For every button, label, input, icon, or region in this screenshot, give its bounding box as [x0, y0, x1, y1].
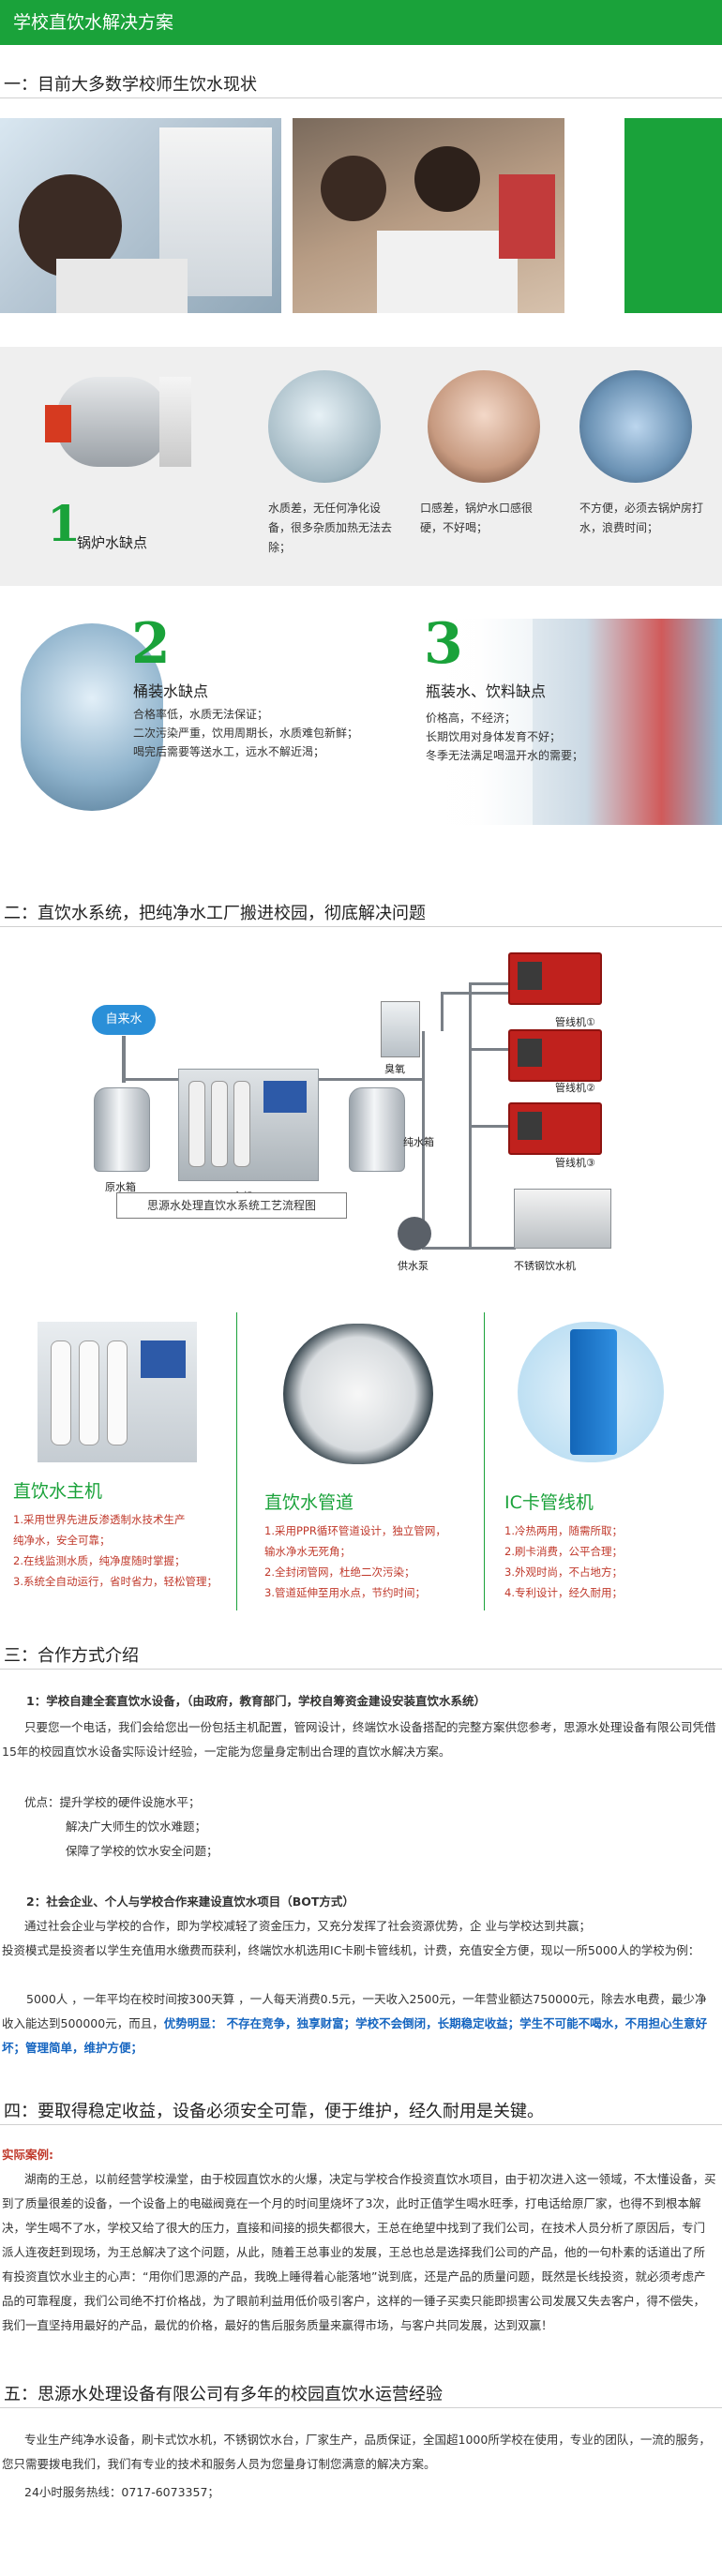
bottle-flaw-line: 价格高，不经济；	[426, 711, 517, 725]
boiler-flaw-1: 水质差，无任何净化设备，很多杂质加热无法去除；	[268, 502, 393, 554]
bottle-flaw-line: 冬季无法满足喝温开水的需要；	[426, 749, 584, 762]
boiler-number: 1	[47, 496, 82, 553]
bottle-label: 瓶装水、饮料缺点	[426, 682, 547, 700]
feature-line: 纯净水，安全可靠；	[13, 1534, 111, 1547]
dispenser-3	[508, 1102, 602, 1155]
product-divider	[236, 1312, 237, 1610]
mode1-heading: 1：学校自建全套直饮水设备，（由政府，教育部门，学校自筹资金建设安装直饮水系统）	[26, 1694, 486, 1708]
green-accent-block	[624, 118, 722, 313]
feature-line: 1.采用世界先进反渗透制水技术生产	[13, 1513, 186, 1526]
mode2-highlight: 优势明显： 不存在竞争，独享财富；学校不会倒闭，长期稳定收益；学生不可能不喝水，…	[2, 2016, 708, 2055]
main-unit-photo	[38, 1322, 197, 1462]
child-face-circle	[428, 370, 540, 483]
children-drinking-photo	[293, 118, 564, 313]
feature-line: 3.外观时尚，不占地方；	[504, 1565, 623, 1579]
section5-title: 五：思源水处理设备有限公司有多年的校园直饮水运营经验	[4, 2385, 443, 2404]
boiler-flaw-3: 不方便，必须去锅炉房打水，浪费时间；	[579, 502, 704, 534]
dispenser-2	[508, 1029, 602, 1082]
boiler-label: 锅炉水缺点	[77, 534, 148, 551]
ozone-generator	[381, 1001, 420, 1057]
dispenser-3-label: 管线机③	[555, 1157, 595, 1169]
dirty-water-circle	[268, 370, 381, 483]
raw-tank-label: 原水箱	[105, 1181, 136, 1193]
dispenser-1-label: 管线机①	[555, 1016, 595, 1028]
student-drinking-photo	[0, 118, 281, 313]
bucket-flaws: 合格率低，水质无法保证； 二次污染严重，饮用周期长，水质难包新鲜； 喝完后需要等…	[133, 705, 414, 761]
section4-title: 四：要取得稳定收益，设备必须安全可靠，便于维护，经久耐用是关键。	[4, 2102, 544, 2121]
product-features-ic-dispenser: 1.冷热两用，随需所取； 2.刷卡消费，公平合理； 3.外观时尚，不占地方； 4…	[504, 1520, 711, 1603]
water-buckets-photo	[21, 623, 163, 811]
feature-line: 2.在线监测水质，纯净度随时掌握；	[13, 1554, 186, 1567]
bucket-label: 桶装水缺点	[133, 682, 209, 700]
product-features-main-unit: 1.采用世界先进反渗透制水技术生产 纯净水，安全可靠； 2.在线监测水质，纯净度…	[13, 1509, 236, 1592]
stainless-dispenser	[514, 1189, 611, 1249]
product-title-pipeline: 直饮水管道	[264, 1492, 354, 1513]
feature-line: 1.冷热两用，随需所取；	[504, 1524, 623, 1537]
mode2-heading: 2：社会企业、个人与学校合作来建设直饮水项目（BOT方式）	[26, 1895, 354, 1909]
feature-line: 输水净水无死角；	[264, 1545, 351, 1558]
tap-water-source: 自来水	[92, 1005, 156, 1035]
section-divider	[0, 2124, 722, 2125]
stainless-dispenser-label: 不锈钢饮水机	[514, 1260, 576, 1272]
feature-line: 3.管道延伸至用水点，节约时间；	[264, 1586, 426, 1599]
bucket-number: 2	[131, 611, 171, 677]
process-diagram: 自来水 原水箱 主机 臭氧 纯水箱 供水泵 管线机① 管线机② 管线机③ 不锈钢…	[0, 937, 722, 1284]
dispenser-2-label: 管线机②	[555, 1082, 595, 1094]
mode2-paragraph: 5000人 ，一年平均在校时间按300天算 ，一人每天消费0.5元，一天收入25…	[2, 1987, 716, 2060]
section-divider	[0, 926, 722, 927]
bottle-number: 3	[424, 611, 463, 677]
service-hotline: 24小时服务热线：0717-6073357；	[24, 2485, 219, 2499]
section-divider	[0, 97, 722, 98]
ozone-label: 臭氧	[384, 1063, 405, 1075]
mode1-text: 只要您一个电话，我们会给您出一份包括主机配置，管网设计，终端饮水设备搭配的完整方…	[2, 1720, 716, 1759]
pump-label: 供水泵	[398, 1260, 429, 1272]
boiler-photo	[38, 358, 197, 489]
feature-line: 1.采用PPR循环管道设计，独立管网，	[264, 1524, 446, 1537]
product-features-pipeline: 1.采用PPR循环管道设计，独立管网， 输水净水无死角； 2.全封闭管网，杜绝二…	[264, 1520, 480, 1603]
section2-title: 二：直饮水系统，把纯净水工厂搬进校园，彻底解决问题	[4, 904, 426, 923]
product-title-ic-dispenser: IC卡管线机	[504, 1492, 594, 1513]
section1-title: 一：目前大多数学校师生饮水现状	[4, 75, 257, 95]
boiler-room-circle	[579, 370, 692, 483]
bucket-flaw-line: 二次污染严重，饮用周期长，水质难包新鲜；	[133, 726, 359, 740]
boiler-flaw-2: 口感差，锅炉水口感很硬，不好喝；	[420, 502, 534, 534]
pure-tank-label: 纯水箱	[403, 1136, 434, 1148]
supply-pump	[398, 1217, 431, 1251]
company-intro: 专业生产纯净水设备，刷卡式饮水机，不锈钢饮水台，厂家生产，品质保证，全国超100…	[2, 2433, 711, 2471]
feature-line: 4.专利设计，经久耐用；	[504, 1586, 623, 1599]
pure-water-tank	[349, 1087, 405, 1172]
pipe-fittings-photo	[283, 1324, 433, 1464]
section-divider	[0, 1669, 722, 1670]
feature-line: 2.全封闭管网，杜绝二次污染；	[264, 1565, 415, 1579]
product-title-main-unit: 直饮水主机	[13, 1481, 103, 1502]
section-divider	[0, 2407, 722, 2408]
mode2-text-c: 5000人 ，一年平均在校时间按300天算 ，一人每天消费0.5元，一天收入25…	[2, 1992, 707, 2030]
feature-line: 2.刷卡消费，公平合理；	[504, 1545, 623, 1558]
ic-card-dispenser-photo	[518, 1322, 664, 1462]
case-text: 湖南的王总，以前经营学校澡堂，由于校园直饮水的火爆，决定与学校合作投资直饮水项目…	[2, 2172, 716, 2332]
raw-water-tank	[94, 1087, 150, 1172]
section3-title: 三：合作方式介绍	[4, 1646, 139, 1666]
feature-line: 3.系统全自动运行，省时省力，轻松管理；	[13, 1575, 218, 1588]
product-divider	[484, 1312, 485, 1610]
advantage-item: 保障了学校的饮水安全问题；	[66, 1844, 218, 1858]
bucket-flaw-line: 合格率低，水质无法保证；	[133, 708, 269, 721]
advantage-item: 解决广大师生的饮水难题；	[66, 1820, 207, 1834]
dispenser-1	[508, 952, 602, 1005]
page-title-banner: 学校直饮水解决方案	[0, 0, 722, 45]
mode2-text-a: 通过社会企业与学校的合作，即为学校减轻了资金压力，又充分发挥了社会资源优势，企 …	[24, 1919, 591, 1933]
bucket-flaw-line: 喝完后需要等送水工，远水不解近渴；	[133, 745, 325, 758]
advantages-label: 优点：提升学校的硬件设施水平；	[24, 1795, 201, 1809]
diagram-caption: 思源水处理直饮水系统工艺流程图	[116, 1192, 347, 1219]
bottle-flaw-line: 长期饮用对身体发育不好；	[426, 730, 562, 743]
bottle-flaws: 价格高，不经济； 长期饮用对身体发育不好； 冬季无法满足喝温开水的需要；	[426, 709, 651, 765]
case-label: 实际案例:	[2, 2148, 53, 2162]
bottled-drinks-photo	[420, 619, 722, 825]
mode2-text-b: 投资模式是投资者以学生充值用水缴费而获利，终端饮水机选用IC卡刷卡管线机，计费，…	[2, 1943, 700, 1957]
main-unit	[178, 1069, 319, 1181]
